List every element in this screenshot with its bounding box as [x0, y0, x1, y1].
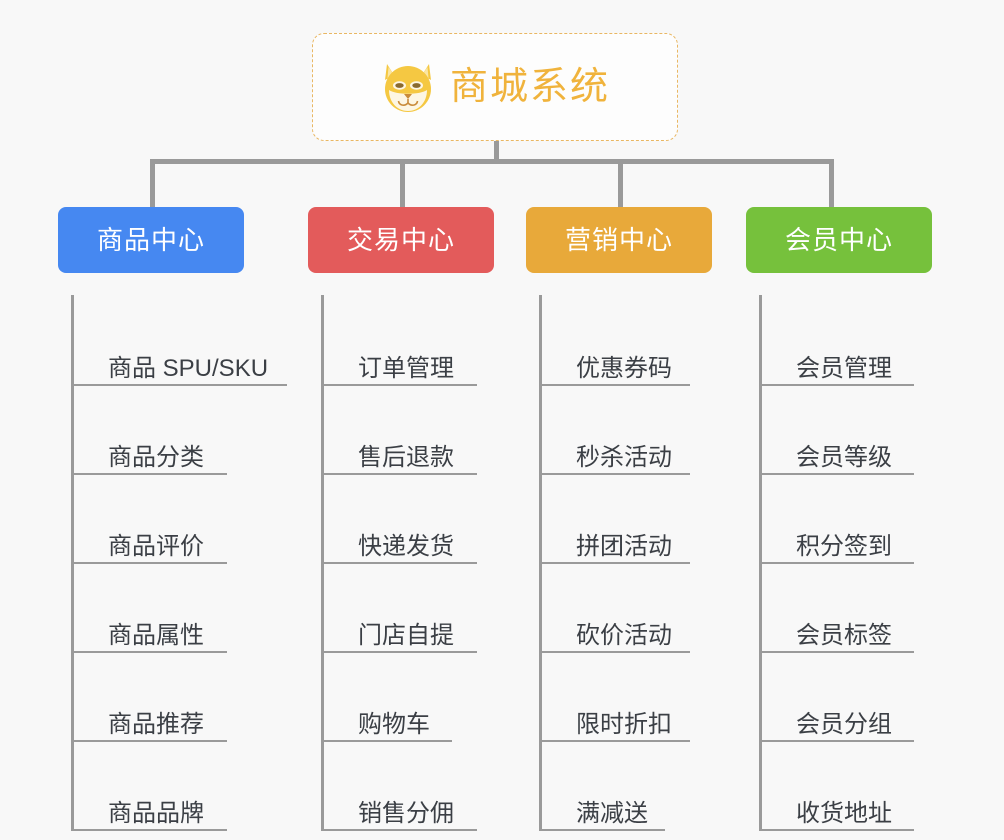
- list-item-label: 商品 SPU/SKU: [108, 354, 269, 382]
- list-item-label: 商品品牌: [108, 799, 204, 827]
- connector-horizontal-bus: [150, 159, 834, 164]
- connector-drop-1: [150, 159, 155, 207]
- list-item[interactable]: 销售分佣: [324, 742, 494, 831]
- list-item-label: 满减送: [576, 799, 648, 827]
- leaf-underline: [762, 384, 914, 386]
- branch-column-trade: 交易中心 订单管理 售后退款 快递发货 门店自提 购物车: [308, 207, 494, 831]
- list-item-label: 秒杀活动: [576, 443, 672, 471]
- category-card-marketing[interactable]: 营销中心: [526, 207, 712, 273]
- list-item-label: 会员标签: [796, 621, 892, 649]
- list-item[interactable]: 商品属性: [74, 564, 244, 653]
- leaf-underline: [74, 651, 227, 653]
- category-label: 营销中心: [564, 225, 673, 255]
- list-item-label: 商品分类: [108, 443, 204, 471]
- leaf-underline: [542, 473, 690, 475]
- leaf-underline: [324, 651, 477, 653]
- list-item-label: 会员分组: [796, 710, 892, 738]
- list-item-label: 订单管理: [358, 354, 454, 382]
- list-item-label: 快递发货: [358, 532, 454, 560]
- list-item[interactable]: 快递发货: [324, 475, 494, 564]
- leaf-underline: [74, 740, 227, 742]
- list-item-label: 限时折扣: [576, 710, 672, 738]
- list-item-label: 收货地址: [796, 799, 892, 827]
- list-item-label: 拼团活动: [576, 532, 672, 560]
- leaf-underline: [542, 740, 690, 742]
- list-item[interactable]: 会员管理: [762, 297, 932, 386]
- list-item-label: 商品评价: [108, 532, 204, 560]
- branch-column-marketing: 营销中心 优惠券码 秒杀活动 拼团活动 砍价活动 限时折扣: [526, 207, 712, 831]
- connector-drop-4: [829, 159, 834, 207]
- list-item-label: 门店自提: [358, 621, 454, 649]
- list-item[interactable]: 优惠券码: [542, 297, 712, 386]
- list-item[interactable]: 购物车: [324, 653, 494, 742]
- leaf-underline: [762, 740, 914, 742]
- list-item-label: 会员等级: [796, 443, 892, 471]
- list-item[interactable]: 订单管理: [324, 297, 494, 386]
- connector-drop-2: [400, 159, 405, 207]
- branch-column-member: 会员中心 会员管理 会员等级 积分签到 会员标签 会员分组: [746, 207, 932, 831]
- list-item[interactable]: 门店自提: [324, 564, 494, 653]
- list-item[interactable]: 商品推荐: [74, 653, 244, 742]
- list-item[interactable]: 商品品牌: [74, 742, 244, 831]
- leaf-underline: [542, 562, 690, 564]
- list-item[interactable]: 会员等级: [762, 386, 932, 475]
- list-item-label: 售后退款: [358, 443, 454, 471]
- list-item-label: 商品推荐: [108, 710, 204, 738]
- category-card-trade[interactable]: 交易中心: [308, 207, 494, 273]
- leaf-underline: [542, 829, 665, 831]
- connector-drop-3: [618, 159, 623, 207]
- leaf-underline: [762, 562, 914, 564]
- list-item-label: 会员管理: [796, 354, 892, 382]
- category-card-product[interactable]: 商品中心: [58, 207, 244, 273]
- leaf-underline: [324, 740, 452, 742]
- list-item-label: 购物车: [358, 710, 430, 738]
- list-item-label: 销售分佣: [358, 799, 454, 827]
- leaf-underline: [324, 829, 477, 831]
- category-card-member[interactable]: 会员中心: [746, 207, 932, 273]
- list-item[interactable]: 会员标签: [762, 564, 932, 653]
- category-label: 会员中心: [784, 225, 893, 255]
- leaf-underline: [324, 384, 477, 386]
- leaf-underline: [324, 473, 477, 475]
- list-item-label: 优惠券码: [576, 354, 672, 382]
- list-item[interactable]: 限时折扣: [542, 653, 712, 742]
- connector-root-stem: [494, 141, 499, 163]
- leaf-underline: [74, 829, 227, 831]
- leaf-underline: [74, 562, 227, 564]
- list-item[interactable]: 拼团活动: [542, 475, 712, 564]
- list-item[interactable]: 售后退款: [324, 386, 494, 475]
- leaf-underline: [542, 384, 690, 386]
- list-item[interactable]: 会员分组: [762, 653, 932, 742]
- category-label: 商品中心: [96, 225, 205, 255]
- leaf-underline: [74, 473, 227, 475]
- list-item-label: 砍价活动: [576, 621, 672, 649]
- leaf-underline: [324, 562, 477, 564]
- category-label: 交易中心: [346, 225, 455, 255]
- leaf-underline: [762, 651, 914, 653]
- list-item[interactable]: 商品评价: [74, 475, 244, 564]
- leaf-list-product: 商品 SPU/SKU 商品分类 商品评价 商品属性 商品推荐 商品品牌: [71, 295, 287, 831]
- list-item[interactable]: 砍价活动: [542, 564, 712, 653]
- list-item[interactable]: 满减送: [542, 742, 712, 831]
- leaf-underline: [74, 384, 287, 386]
- list-item-label: 商品属性: [108, 621, 204, 649]
- leaf-underline: [542, 651, 690, 653]
- root-title: 商城系统: [449, 66, 610, 108]
- list-item[interactable]: 秒杀活动: [542, 386, 712, 475]
- shiba-dog-face-icon: [380, 60, 436, 114]
- list-item[interactable]: 收货地址: [762, 742, 932, 831]
- branch-column-product: 商品中心 商品 SPU/SKU 商品分类 商品评价 商品属性 商品推荐: [58, 207, 287, 831]
- leaf-underline: [762, 473, 914, 475]
- leaf-underline: [762, 829, 914, 831]
- list-item[interactable]: 商品 SPU/SKU: [74, 297, 287, 386]
- leaf-list-marketing: 优惠券码 秒杀活动 拼团活动 砍价活动 限时折扣 满减送: [539, 295, 712, 831]
- list-item[interactable]: 商品分类: [74, 386, 244, 475]
- root-node[interactable]: 商城系统: [312, 33, 678, 141]
- list-item[interactable]: 积分签到: [762, 475, 932, 564]
- leaf-list-member: 会员管理 会员等级 积分签到 会员标签 会员分组 收货地址: [759, 295, 932, 831]
- list-item-label: 积分签到: [796, 532, 892, 560]
- leaf-list-trade: 订单管理 售后退款 快递发货 门店自提 购物车 销售分佣: [321, 295, 494, 831]
